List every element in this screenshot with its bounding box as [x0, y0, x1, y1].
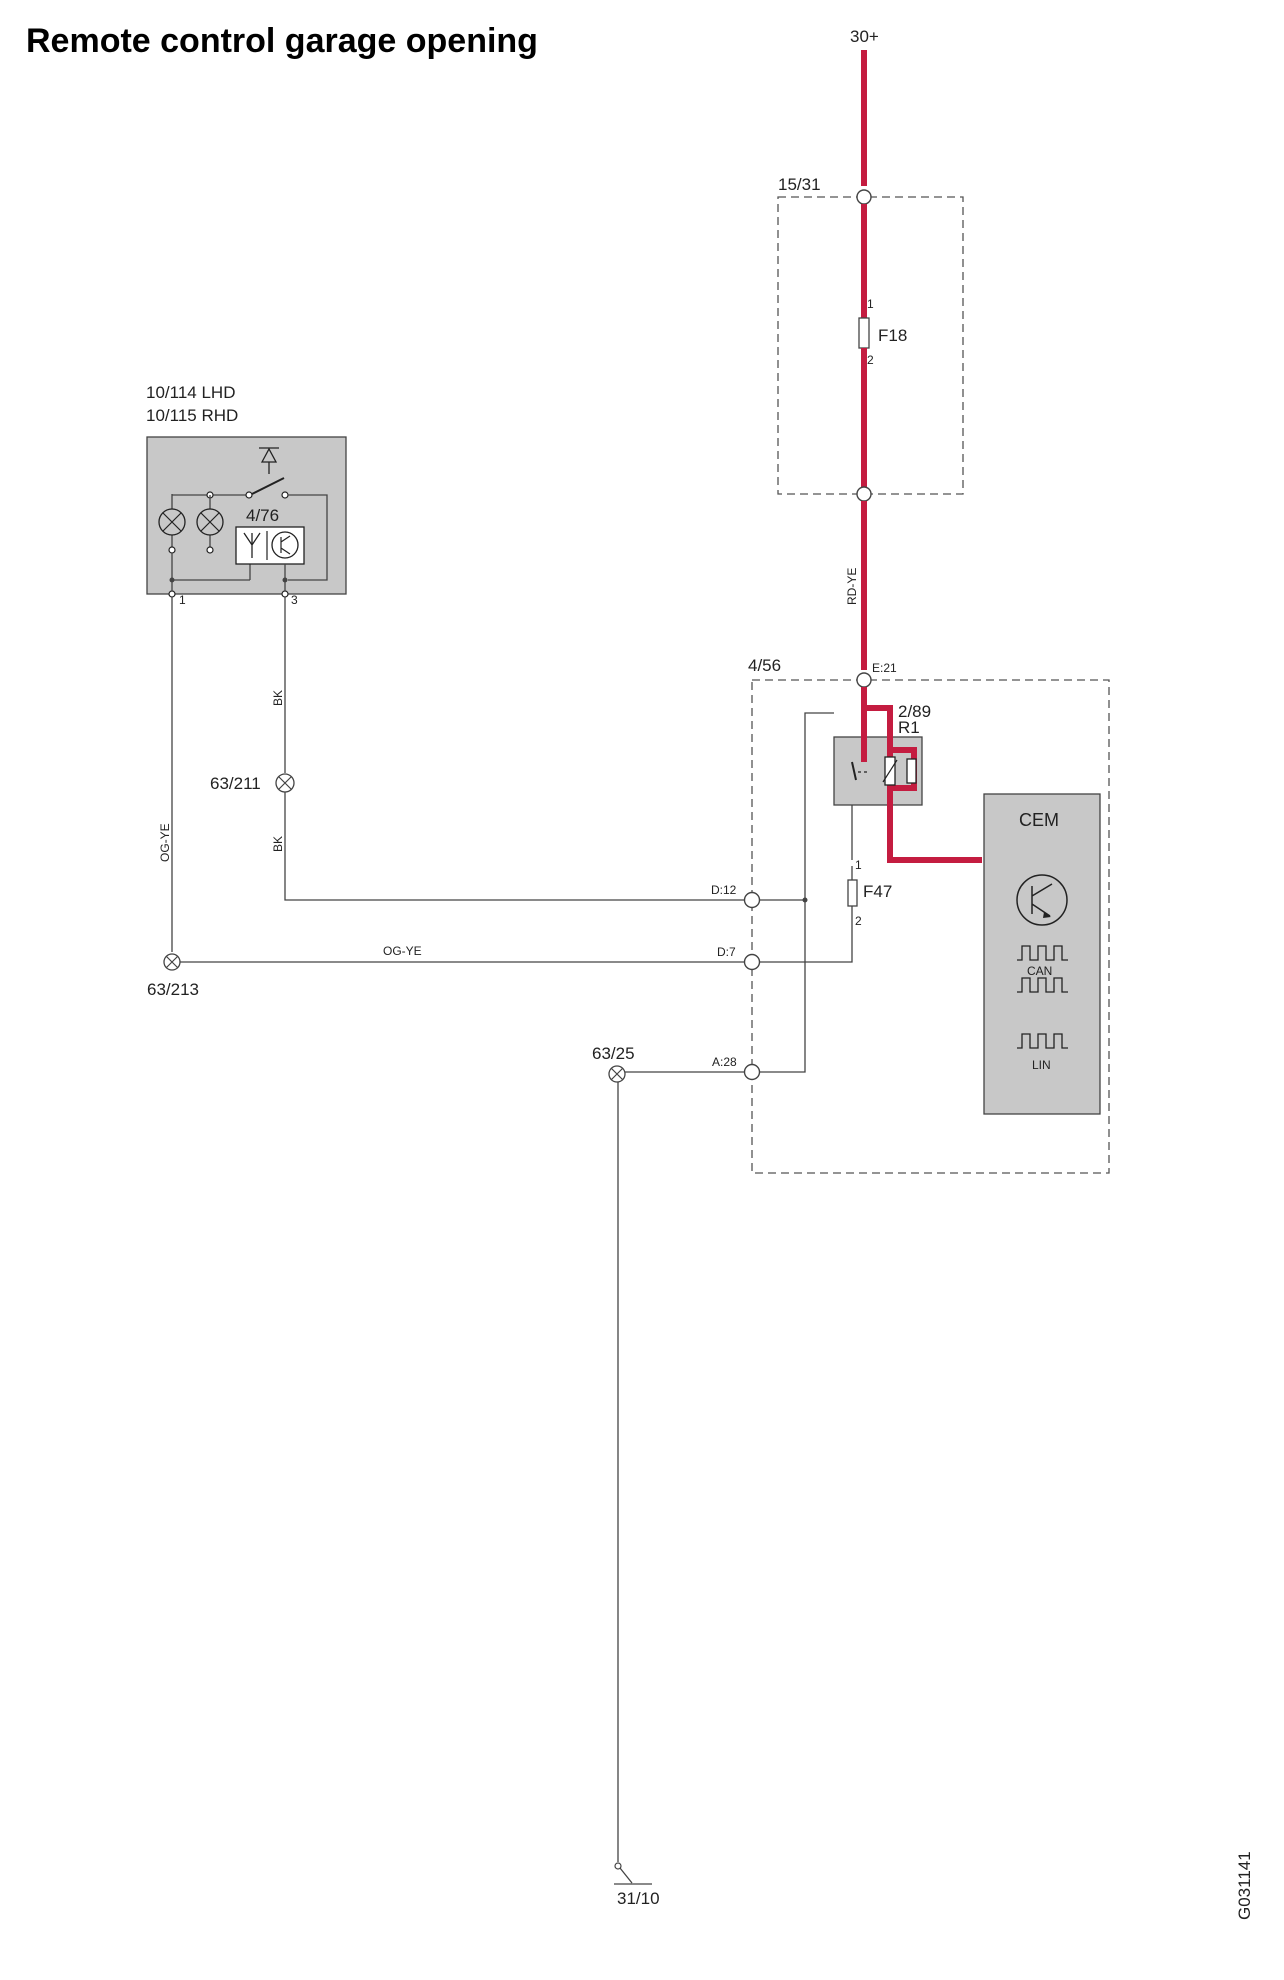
connector-d12-label: D:12: [711, 883, 737, 897]
fuse-f47-symbol: [847, 879, 858, 907]
relay-r1-label: R1: [898, 718, 920, 737]
figure-id: G031141: [1235, 1851, 1254, 1920]
connector-d7-label: D:7: [717, 945, 736, 959]
og-ye-vertical-label: OG-YE: [158, 823, 172, 862]
cem-box-outline: [751, 679, 1110, 1174]
relay-coil-slash: [882, 759, 898, 783]
can-signal-high-icon: [1017, 945, 1068, 961]
connector-e21-terminal: [856, 672, 872, 688]
f47-pin1-label: 1: [855, 858, 862, 872]
fuse-f18-label: F18: [878, 326, 907, 345]
lamp-right-cross: [200, 512, 220, 532]
f18-pin1-label: 1: [867, 297, 874, 311]
cem-module: [983, 793, 1101, 1115]
connector-a28-label: A:28: [712, 1055, 737, 1069]
cem-transistor-leads: [1031, 883, 1053, 917]
connector-e21-label: E:21: [872, 661, 897, 675]
cem-transistor-arrow: [1043, 912, 1051, 918]
antenna-icon: [243, 532, 261, 558]
receiver-transistor-leads: [280, 535, 291, 555]
lamp-leads: [171, 495, 211, 550]
fusebox-bottom-terminal: [856, 486, 872, 502]
lin-signal-icon: [1017, 1033, 1068, 1049]
lamp-right-icon: [196, 508, 224, 536]
module-lhd-label: 10/114 LHD: [146, 383, 235, 402]
module-pin1-terminal: [168, 590, 176, 598]
fuse-f47-label: F47: [863, 882, 892, 901]
fusebox-label: 15/31: [778, 175, 821, 194]
connector-a28-terminal: [743, 1063, 761, 1081]
splice-25-cross: [610, 1067, 624, 1081]
d12-junction: [802, 897, 808, 903]
relay-switch-contact: [851, 761, 857, 781]
connector-d7-terminal: [743, 953, 761, 971]
module-inner-label: 4/76: [246, 506, 279, 525]
diagram-title: Remote control garage opening: [26, 22, 538, 60]
cem-transistor-icon: [1016, 874, 1068, 926]
cem-label: CEM: [1019, 810, 1059, 830]
bk-wire-upper-label: BK: [271, 690, 285, 706]
connector-d12-terminal: [743, 891, 761, 909]
splice-25-label: 63/25: [592, 1044, 635, 1063]
bk-wire-lower-label: BK: [271, 836, 285, 852]
fusebox-top-terminal: [856, 189, 872, 205]
ground-terminal: [614, 1862, 622, 1870]
splice-213-label: 63/213: [147, 980, 199, 999]
splice-211-label: 63/211: [210, 774, 261, 793]
bk-wire-lower: [284, 792, 744, 901]
ground-label: 31/10: [617, 1889, 660, 1908]
relay-ground-wire: [750, 712, 834, 1073]
module-pin1-label: 1: [179, 593, 186, 607]
f18-pin2-label: 2: [867, 353, 874, 367]
relay-coil-wire: [864, 705, 917, 791]
resistor-r1-symbol: [906, 758, 917, 784]
relay-id-label: 2/89: [898, 702, 931, 721]
f47-pin2-label: 2: [855, 914, 862, 928]
switch-contact-right: [281, 491, 289, 499]
og-ye-horizontal-label: OG-YE: [383, 944, 422, 958]
switch-lever: [251, 477, 285, 495]
ground-icon: [614, 1867, 652, 1885]
switch-contact-left: [245, 491, 253, 499]
supply-label: 30+: [850, 27, 879, 46]
splice-213-cross: [165, 955, 179, 969]
lamp-left-icon: [158, 508, 186, 536]
lin-label: LIN: [1032, 1058, 1051, 1072]
module-pin3-label: 3: [291, 593, 298, 607]
lamp-left-terminal: [168, 546, 176, 554]
switch-right-wire: [288, 494, 328, 581]
module-rhd-label: 10/115 RHD: [146, 406, 238, 425]
receiver-transistor-icon: [271, 531, 299, 559]
receiver-module: [235, 526, 305, 565]
splice-211-cross: [278, 776, 292, 790]
can-label: CAN: [1027, 964, 1052, 978]
can-signal-low-icon: [1017, 977, 1068, 993]
lamp-left-cross: [162, 512, 182, 532]
lamp-return-wire: [171, 553, 251, 581]
fusebox-outline: [777, 196, 964, 495]
remote-module-body: [146, 436, 347, 595]
rd-ye-wire-label: RD-YE: [845, 568, 859, 605]
cem-box-label: 4/56: [748, 656, 781, 675]
f47-output-wire: [750, 866, 853, 963]
cem-feed-wire: [887, 750, 982, 863]
module-pin-leads: [171, 580, 286, 591]
lamp-right-terminal: [206, 546, 214, 554]
module-pin3-terminal: [281, 590, 289, 598]
fuse-f18-symbol: [858, 317, 870, 349]
